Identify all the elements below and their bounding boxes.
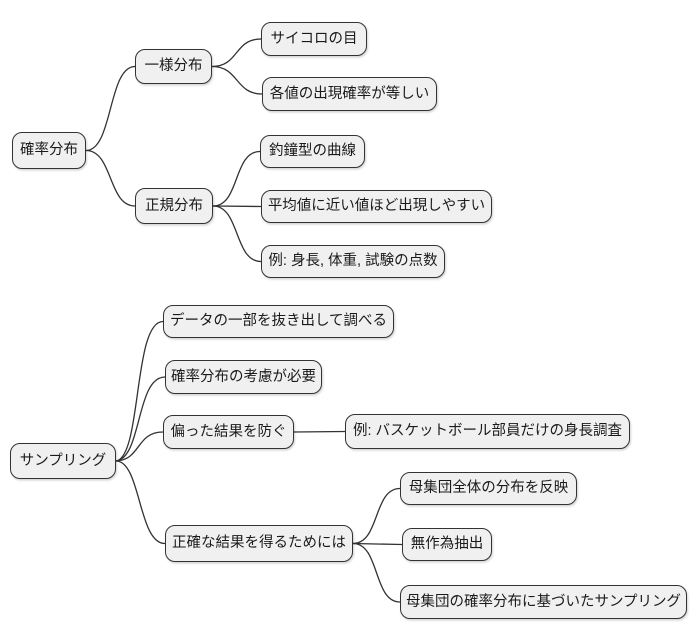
edge-sampling-to-accurate-results — [115, 460, 166, 545]
edge-sampling-to-extract-subset — [115, 320, 164, 462]
node-normal-distribution: 正規分布 — [135, 188, 213, 224]
edge-normal-to-values-near-mean — [212, 205, 262, 208]
node-bell-curve: 釣鐘型の曲線 — [260, 135, 365, 168]
edge-accurate-to-random-sampling — [352, 542, 403, 546]
node-consider-distribution: 確率分布の考慮が必要 — [165, 360, 322, 394]
node-extract-subset: データの一部を抜き出して調べる — [163, 305, 394, 338]
node-sampling: サンプリング — [10, 443, 116, 479]
node-population-based-sampling: 母集団の確率分布に基づいたサンプリング — [400, 585, 687, 619]
edge-sampling-to-consider-distribution — [115, 376, 166, 462]
edge-probability-to-normal — [85, 149, 136, 207]
node-reflect-population: 母集団全体の分布を反映 — [400, 472, 577, 505]
edge-probability-to-uniform — [85, 65, 136, 152]
edge-normal-to-bell-curve — [212, 150, 261, 207]
node-values-near-mean: 平均値に近い値ほど出現しやすい — [261, 190, 492, 223]
edge-normal-to-example-height — [212, 205, 262, 263]
node-uniform-distribution: 一様分布 — [135, 49, 212, 84]
edge-uniform-to-dice — [211, 38, 262, 68]
edge-uniform-to-equal-probability — [211, 65, 263, 95]
edge-prevent-bias-to-example-basketball — [293, 430, 346, 433]
edge-sampling-to-prevent-bias — [115, 431, 164, 462]
node-probability-distribution: 確率分布 — [12, 132, 86, 169]
node-equal-probability: 各値の出現確率が等しい — [262, 77, 437, 111]
node-for-accurate-results: 正確な結果を得るためには — [165, 525, 353, 562]
node-random-sampling: 無作為抽出 — [402, 528, 492, 561]
node-prevent-bias: 偏った結果を防ぐ — [163, 415, 294, 449]
node-dice-faces: サイコロの目 — [261, 22, 367, 56]
node-example-height-weight-scores: 例: 身長, 体重, 試験の点数 — [261, 245, 445, 278]
edge-accurate-to-reflect-population — [352, 487, 401, 545]
edge-accurate-to-population-based — [352, 542, 401, 603]
node-example-basketball-survey: 例: バスケットボール部員だけの身長調査 — [345, 414, 630, 449]
